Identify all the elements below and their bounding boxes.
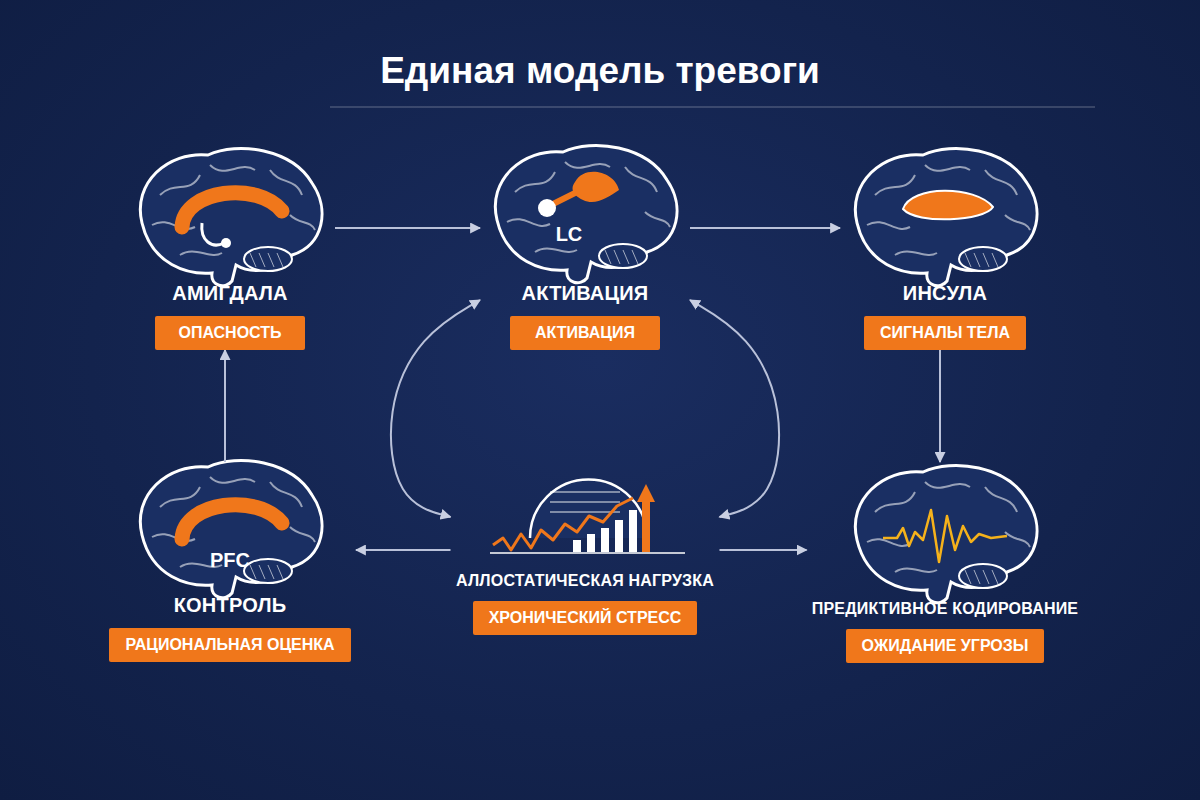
node-heading: ПРЕДИКТИВНОЕ КОДИРОВАНИЕ — [812, 600, 1079, 618]
concept-node: ПРЕДИКТИВНОЕ КОДИРОВАНИЕ ОЖИДАНИЕ УГРОЗЫ — [807, 462, 1084, 663]
flow-arrow — [720, 549, 807, 551]
brain-icon — [495, 145, 677, 282]
orange-label-box: ХРОНИЧЕСКИЙ СТРЕСС — [473, 601, 698, 635]
flow-arrow — [939, 350, 941, 462]
node-heading: КОНТРОЛЬ — [174, 594, 287, 617]
orange-label-box: ОЖИДАНИЕ УГРОЗЫ — [846, 629, 1045, 663]
brain-icon — [490, 480, 685, 553]
flow-arrow — [335, 227, 480, 229]
region-abbreviation: PFC — [210, 549, 250, 572]
node-heading: АМИГДАЛА — [172, 282, 287, 305]
brain-icon — [140, 460, 322, 597]
flow-arrow — [224, 350, 226, 462]
orange-label-box: АКТИВАЦИЯ — [510, 316, 660, 350]
concept-node: АМИГДАЛА ОПАСНОСТЬ — [125, 150, 335, 350]
concept-node: АЛЛОСТАТИЧЕСКАЯ НАГРУЗКА ХРОНИЧЕСКИЙ СТРЕ… — [451, 462, 720, 635]
brain-icon — [140, 148, 322, 285]
flow-arrow — [356, 549, 451, 551]
concept-node: ИНСУЛА СИГНАЛЫ ТЕЛА — [840, 150, 1050, 350]
orange-label-box: ОПАСНОСТЬ — [155, 316, 305, 350]
brain-icon — [855, 465, 1037, 602]
node-heading: АЛЛОСТАТИЧЕСКАЯ НАГРУЗКА — [456, 572, 714, 590]
brain-icon — [855, 148, 1037, 285]
flow-arrow — [690, 227, 840, 229]
orange-label-box: РАЦИОНАЛЬНАЯ ОЦЕНКА — [109, 628, 350, 662]
diagram-title: Единая модель тревоги — [0, 50, 1200, 92]
flow-arrow — [690, 300, 779, 517]
node-heading: АКТИВАЦИЯ — [522, 282, 649, 305]
orange-label-box: СИГНАЛЫ ТЕЛА — [864, 316, 1026, 350]
title-rule — [330, 106, 1095, 108]
flow-arrow — [391, 300, 480, 517]
concept-node: АКТИВАЦИЯ АКТИВАЦИЯ — [480, 150, 690, 350]
node-heading: ИНСУЛА — [903, 282, 987, 305]
region-abbreviation: LC — [556, 223, 583, 246]
